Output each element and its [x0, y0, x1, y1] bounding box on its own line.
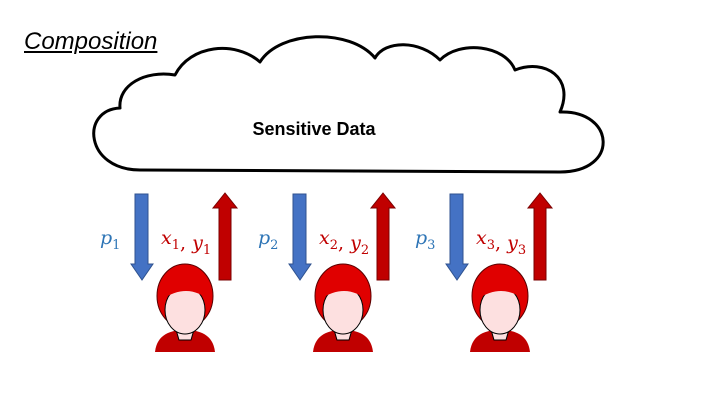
response-label-subscript: 3 — [518, 243, 526, 258]
response-label-variable: y — [191, 232, 203, 254]
response-label-subscript: 3 — [487, 238, 495, 253]
cloud: Sensitive Data — [92, 35, 605, 174]
user-shirt — [470, 330, 530, 352]
query-arrow — [130, 193, 154, 281]
user-icon — [155, 263, 215, 352]
cloud-label: Sensitive Data — [252, 119, 376, 139]
cloud-shape — [92, 35, 605, 174]
response-label-variable: x — [476, 227, 487, 249]
query-label-subscript: 1 — [112, 238, 120, 253]
response-label-subscript: 2 — [361, 243, 369, 258]
user-fringe — [476, 280, 524, 300]
user-icon — [313, 263, 373, 352]
user-fringe — [319, 280, 367, 300]
query-arrow — [288, 193, 312, 281]
query-label-variable: p — [100, 227, 112, 249]
response-arrow — [526, 192, 554, 281]
response-label: x1, y1 — [161, 227, 211, 258]
response-arrow — [211, 192, 239, 281]
response-label-variable: x — [319, 227, 330, 249]
response-label-variable: y — [349, 232, 361, 254]
response-label-separator: , — [338, 232, 350, 254]
response-label-variable: x — [161, 227, 172, 249]
user-icon — [470, 263, 530, 352]
query-label-variable: p — [258, 227, 270, 249]
response-label-separator: , — [495, 232, 507, 254]
response-label-subscript: 1 — [203, 243, 211, 258]
response-label-variable: y — [506, 232, 518, 254]
user-shirt — [313, 330, 373, 352]
response-label-subscript: 2 — [330, 238, 338, 253]
response-arrow — [369, 192, 397, 281]
diagram-title: Composition — [24, 28, 158, 55]
query-label-variable: p — [415, 227, 427, 249]
query-label: p3 — [415, 227, 435, 253]
user-shirt — [155, 330, 215, 352]
query-arrow — [445, 193, 469, 281]
response-label-subscript: 1 — [172, 238, 180, 253]
query-label-subscript: 3 — [427, 238, 435, 253]
query-label: p2 — [258, 227, 278, 253]
user-fringe — [161, 280, 209, 300]
response-label-separator: , — [180, 232, 192, 254]
response-label: x2, y2 — [319, 227, 369, 258]
response-label: x3, y3 — [476, 227, 526, 258]
query-label: p1 — [100, 227, 120, 253]
query-label-subscript: 2 — [270, 238, 278, 253]
